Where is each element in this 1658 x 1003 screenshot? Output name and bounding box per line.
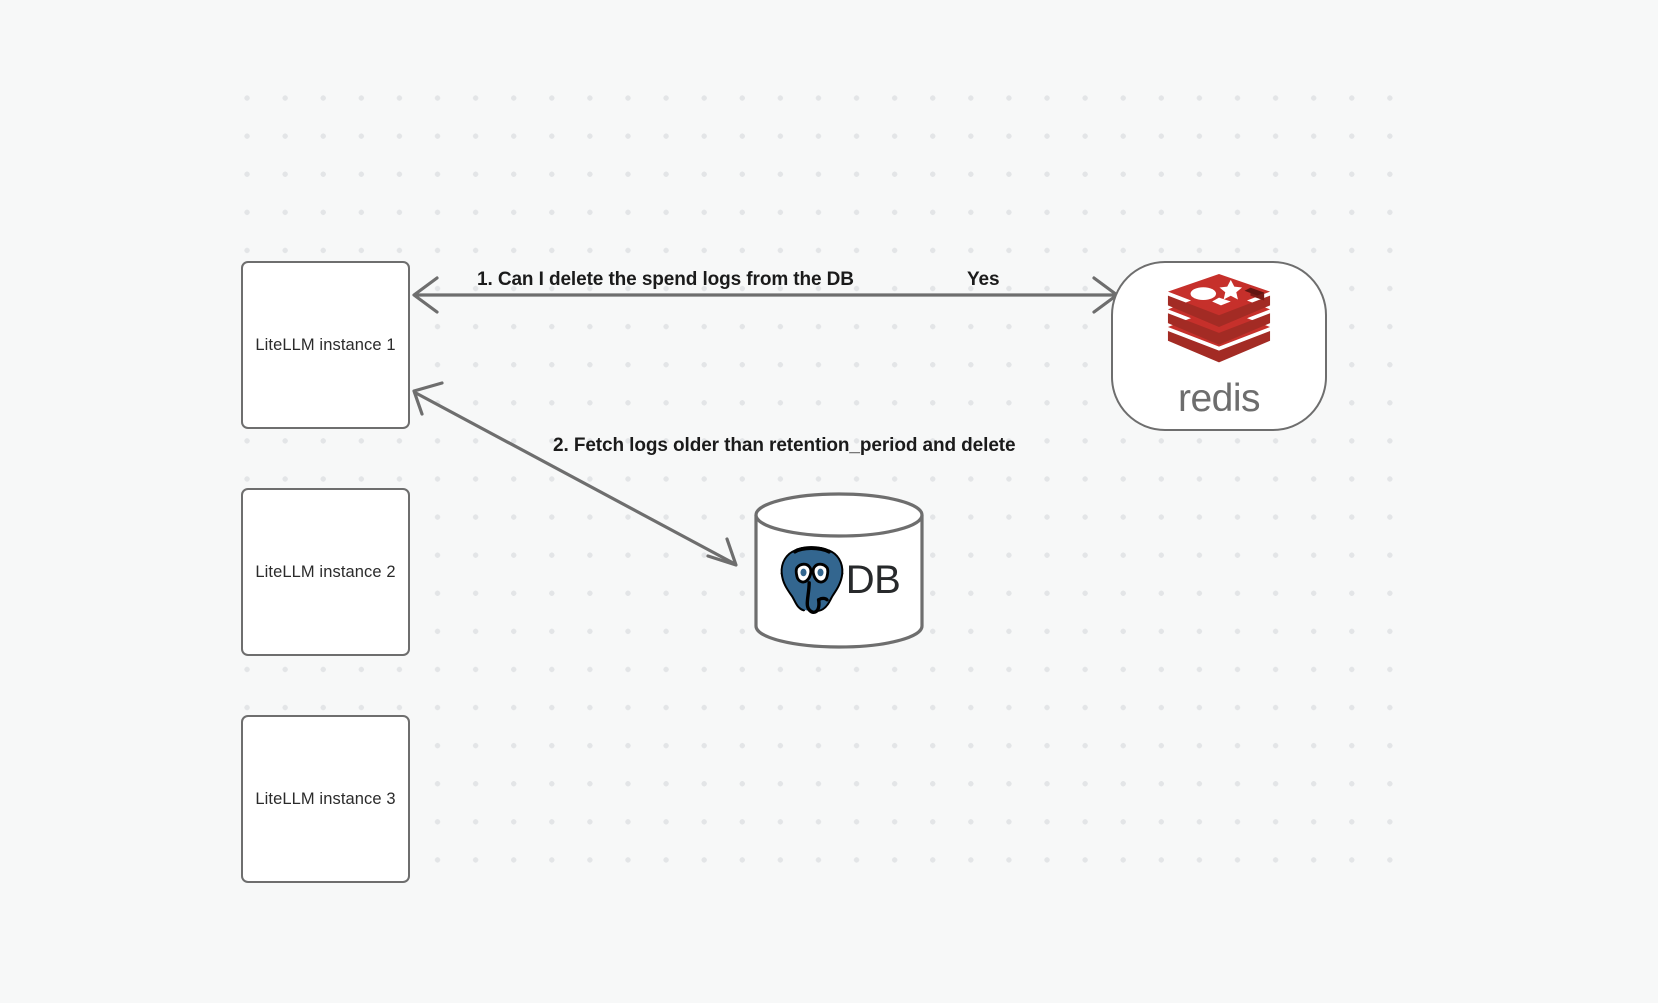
arrowhead-upleft-icon [412, 381, 444, 416]
arrowhead-left-icon [412, 276, 439, 314]
edge-label-step-1: 1. Can I delete the spend logs from the … [477, 269, 854, 290]
edge-instance1-database [412, 381, 738, 567]
database-logo-row: DB [753, 530, 925, 630]
node-litellm-instance-3[interactable]: LiteLLM instance 3 [241, 715, 410, 883]
node-label: LiteLLM instance 2 [255, 562, 396, 581]
database-label: DB [845, 558, 901, 602]
node-litellm-instance-1[interactable]: LiteLLM instance 1 [241, 261, 410, 429]
redis-logo-icon [1167, 274, 1271, 363]
node-label: LiteLLM instance 3 [255, 789, 396, 808]
postgresql-elephant-icon [780, 546, 844, 614]
redis-wordmark: redis [1177, 377, 1261, 420]
edge-label-step-2: 2. Fetch logs older than retention_perio… [553, 435, 1016, 456]
arrowhead-downright-icon [706, 537, 738, 567]
node-litellm-instance-2[interactable]: LiteLLM instance 2 [241, 488, 410, 656]
node-redis[interactable]: redis [1111, 261, 1327, 431]
edge-label-yes: Yes [967, 269, 1000, 290]
node-database[interactable]: DB [753, 492, 925, 649]
node-label: LiteLLM instance 1 [255, 335, 396, 354]
